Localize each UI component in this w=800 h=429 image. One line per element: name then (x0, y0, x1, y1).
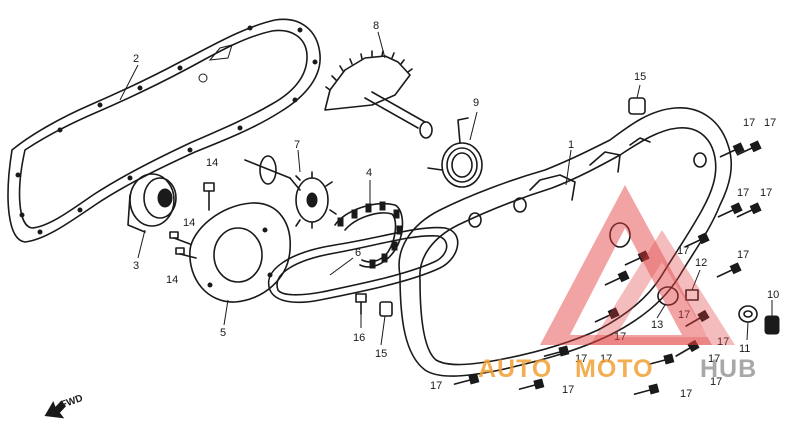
callout-8: 8 (373, 20, 379, 32)
callout-17: 17 (737, 187, 749, 199)
callout-14-c: 14 (166, 274, 178, 286)
callout-12: 12 (695, 257, 707, 269)
bolt-part-17 (453, 373, 480, 385)
leader-lines (119, 31, 773, 346)
callout-14-b: 14 (183, 217, 195, 229)
bolt-part-17 (675, 339, 700, 357)
callout-7: 7 (294, 139, 300, 151)
callout-17: 17 (760, 187, 772, 199)
callout-17: 17 (430, 380, 442, 392)
bolt-part-17 (685, 309, 710, 327)
bolt-part-17 (736, 202, 762, 218)
callout-13: 13 (651, 319, 663, 331)
callout-17: 17 (677, 245, 689, 257)
callout-17: 17 (562, 384, 574, 396)
callout-17: 17 (717, 336, 729, 348)
watermark-auto: AUTO (478, 355, 552, 383)
fwd-label: FWD (59, 393, 84, 411)
callout-17: 17 (710, 376, 722, 388)
callout-17: 17 (737, 249, 749, 261)
callout-9: 9 (473, 97, 479, 109)
bolt-part-17 (719, 142, 745, 158)
callout-15-b: 15 (375, 348, 387, 360)
chain-part-4 (334, 201, 404, 269)
bolt-part-17 (736, 140, 762, 156)
watermark-logo: AUTO MOTO HUB (478, 185, 757, 383)
spring-part-9 (427, 117, 483, 188)
callout-17: 17 (743, 117, 755, 129)
forward-direction-arrow: FWD (44, 393, 84, 419)
callout-17-labels: 17171717171717171717171717171717 (430, 117, 776, 400)
callout-11: 11 (739, 343, 750, 355)
bolt-part-17 (624, 250, 650, 266)
watermark-hub: HUB (700, 355, 757, 383)
callout-10: 10 (767, 289, 779, 301)
bolt-part-17 (518, 378, 545, 390)
callout-2: 2 (133, 53, 139, 65)
bolt-part-17 (633, 383, 660, 395)
callout-17: 17 (575, 353, 587, 365)
bolt-part-17 (604, 270, 630, 286)
bolt-part-17 (594, 307, 620, 323)
bolt-part-17 (648, 353, 675, 365)
bearing-part-3 (127, 173, 177, 233)
bolt-group-part-17 (453, 140, 762, 395)
bolt-part-17 (717, 202, 743, 218)
bolt-part-17 (543, 345, 570, 357)
callout-17: 17 (600, 353, 612, 365)
cover-part-1 (398, 107, 733, 377)
kick-gear-part-8 (324, 50, 433, 139)
watermark-moto: MOTO (575, 355, 654, 383)
callout-4: 4 (366, 167, 372, 179)
callout-17: 17 (708, 353, 720, 365)
belt-part-6 (267, 226, 459, 304)
callout-6: 6 (355, 247, 361, 259)
callout-14-a: 14 (206, 157, 218, 169)
callout-5: 5 (220, 327, 226, 339)
plate-part-5 (189, 202, 291, 303)
gasket-part-2 (7, 18, 321, 243)
bolt-part-17 (684, 232, 710, 248)
small-bolt-part-14 (169, 182, 215, 259)
sprocket-shaft-part-7 (244, 155, 337, 229)
callout-17: 17 (764, 117, 776, 129)
callout-15-a: 15 (634, 71, 646, 83)
bolt-part-17 (716, 262, 742, 278)
callout-17: 17 (678, 309, 690, 321)
callout-labels: 1 2 3 4 5 6 7 8 9 10 11 12 13 14 14 14 1… (133, 20, 779, 360)
callout-17: 17 (614, 331, 626, 343)
callout-16: 16 (353, 332, 365, 344)
callout-1: 1 (568, 139, 574, 151)
callout-3: 3 (133, 260, 139, 272)
callout-17: 17 (680, 388, 692, 400)
